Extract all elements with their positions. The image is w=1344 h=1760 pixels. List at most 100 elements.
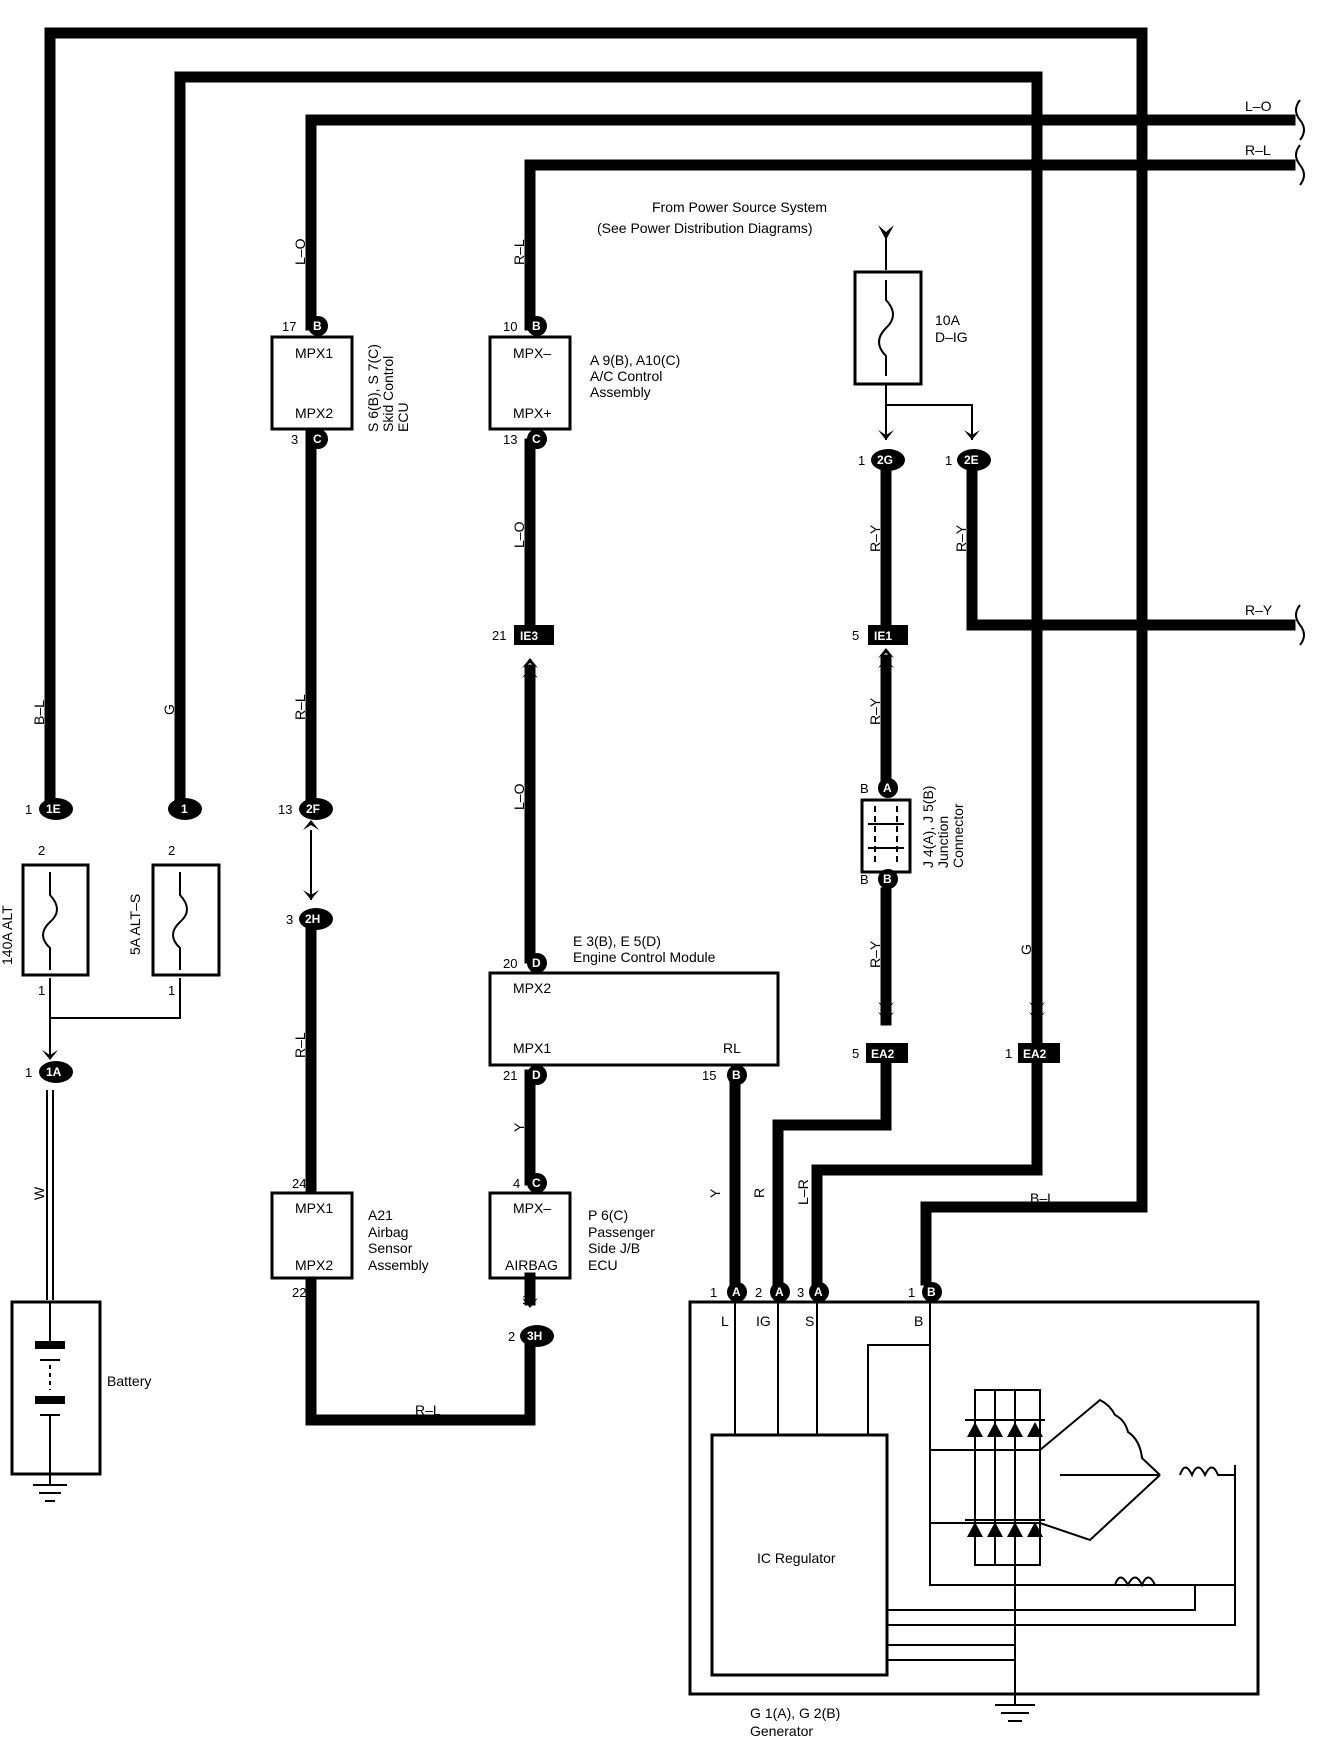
- svg-text:A: A: [775, 1285, 784, 1299]
- passenger-name1: P 6(C): [588, 1207, 628, 1223]
- svg-text:D: D: [532, 956, 541, 970]
- svg-text:2E: 2E: [964, 453, 979, 467]
- pin-IE1-5: 5: [852, 628, 859, 643]
- airbag-name2: Airbag: [368, 1224, 408, 1240]
- skid-pin-mpx1: MPX1: [295, 345, 333, 361]
- pin-passenger-4: 4: [513, 1176, 520, 1191]
- pin-gen-b-1: 1: [908, 1285, 915, 1300]
- connector-3H: 3H: [520, 1325, 554, 1347]
- label-lo-right: L–O: [1245, 98, 1272, 114]
- connector-gen-B: B: [922, 1282, 942, 1302]
- svg-text:2F: 2F: [306, 802, 320, 816]
- label-ry-right: R–Y: [1245, 602, 1273, 618]
- fuse-dig-amp: 10A: [935, 312, 961, 328]
- svg-text:EA2: EA2: [871, 1047, 895, 1061]
- label-lo-skid: L–O: [292, 238, 308, 265]
- label-rl-right: R–L: [1245, 142, 1271, 158]
- skid-name1: S 6(B), S 7(C): [365, 344, 381, 432]
- skid-pin-mpx2: MPX2: [295, 405, 333, 421]
- svg-text:D: D: [532, 1068, 541, 1082]
- fuse-alts: [151, 863, 221, 977]
- pin-ecm-21: 21: [503, 1068, 517, 1083]
- label-rl-skid: R–L: [292, 694, 308, 720]
- pin-IE3-21: 21: [492, 628, 506, 643]
- ecm-name2: Engine Control Module: [573, 949, 716, 965]
- ecm-name1: E 3(B), E 5(D): [573, 933, 661, 949]
- fuse-dig-name: D–IG: [935, 329, 968, 345]
- svg-text:EA2: EA2: [1023, 1047, 1047, 1061]
- connector-gen-A3: A: [809, 1282, 829, 1302]
- pin-1E: 1: [25, 802, 32, 817]
- pin-skid-17: 17: [282, 319, 296, 334]
- label-y-rl: Y: [707, 1188, 723, 1198]
- wire-rl-bottom: [305, 1264, 536, 1426]
- connector-EA2-left: EA2: [866, 1043, 908, 1063]
- passenger-jb-box: [488, 1191, 572, 1280]
- pin-alt-1: 1: [38, 983, 45, 998]
- wire-lr-s: [811, 1059, 1043, 1286]
- airbag-pin-mpx1: MPX1: [295, 1200, 333, 1216]
- svg-text:IE3: IE3: [520, 629, 538, 643]
- generator-name2: Generator: [750, 1723, 813, 1739]
- svg-text:A: A: [814, 1285, 823, 1299]
- pin-3H-2: 2: [508, 1329, 515, 1344]
- pin-2F-13: 13: [278, 802, 292, 817]
- junction-connector: [860, 798, 912, 874]
- wire-lo-top: [305, 114, 1296, 331]
- svg-text:C: C: [532, 432, 541, 446]
- airbag-name1: A21: [368, 1207, 393, 1223]
- svg-text:B: B: [732, 1068, 741, 1082]
- wire-end-ry: [1295, 604, 1305, 646]
- generator-name1: G 1(A), G 2(B): [750, 1705, 840, 1721]
- junction-name2: Junction: [935, 816, 951, 868]
- svg-text:1E: 1E: [46, 802, 61, 816]
- connector-ecm-D-top: D: [527, 953, 547, 973]
- svg-text:3H: 3H: [527, 1329, 542, 1343]
- connector-2H: 2H: [299, 908, 333, 930]
- gen-term-b: B: [914, 1313, 923, 1329]
- power-source-line2: (See Power Distribution Diagrams): [597, 220, 813, 236]
- pin-junction-B: B: [860, 872, 869, 887]
- connector-2E: 2E: [957, 449, 991, 471]
- ac-name3: Assembly: [590, 384, 651, 400]
- svg-text:B: B: [313, 319, 322, 333]
- pin-EA2-1: 1: [1005, 1046, 1012, 1061]
- svg-text:A: A: [732, 1285, 741, 1299]
- label-lo-ie3-lower: L–O: [511, 783, 527, 810]
- label-y-ecm: Y: [511, 1122, 527, 1132]
- connector-ac-C: C: [527, 429, 547, 449]
- ac-name2: A/C Control: [590, 368, 662, 384]
- passenger-pin-mpx-minus: MPX–: [513, 1200, 551, 1216]
- arrow-markers: [42, 225, 1045, 1308]
- wire-g-main: [174, 71, 1043, 1046]
- passenger-pin-airbag: AIRBAG: [505, 1257, 558, 1273]
- ecm-pin-rl: RL: [723, 1040, 741, 1056]
- passenger-name2: Passenger: [588, 1224, 655, 1240]
- junction-name3: Connector: [950, 803, 966, 868]
- ecm-pin-mpx1: MPX1: [513, 1040, 551, 1056]
- generator-internal: [734, 1300, 1236, 1722]
- gen-term-l: L: [721, 1313, 729, 1329]
- svg-text:A: A: [883, 781, 892, 795]
- label-rl-ac: R–L: [511, 239, 527, 265]
- skid-control-ecu-box: [270, 335, 354, 431]
- connector-gen-A2: A: [770, 1282, 790, 1302]
- airbag-name3: Sensor: [368, 1240, 413, 1256]
- svg-text:C: C: [313, 432, 322, 446]
- pin-alts-2: 2: [168, 843, 175, 858]
- skid-name3: ECU: [395, 402, 411, 432]
- connector-1E: 1E: [39, 798, 73, 820]
- pin-airbag-24: 24: [292, 1176, 306, 1191]
- airbag-sensor-box: [270, 1191, 354, 1280]
- connector-2G: 2G: [871, 449, 905, 471]
- label-rl-airbag: R–L: [292, 1032, 308, 1058]
- label-lo-ac-lower: L–O: [511, 521, 527, 548]
- pin-skid-3: 3: [291, 432, 298, 447]
- airbag-name4: Assembly: [368, 1257, 429, 1273]
- pin-ecm-15: 15: [702, 1068, 716, 1083]
- passenger-name3: Side J/B: [588, 1240, 640, 1256]
- label-g-left: G: [161, 704, 177, 715]
- wire-ry-2e: [966, 464, 1296, 631]
- pin-alts-1: 1: [168, 983, 175, 998]
